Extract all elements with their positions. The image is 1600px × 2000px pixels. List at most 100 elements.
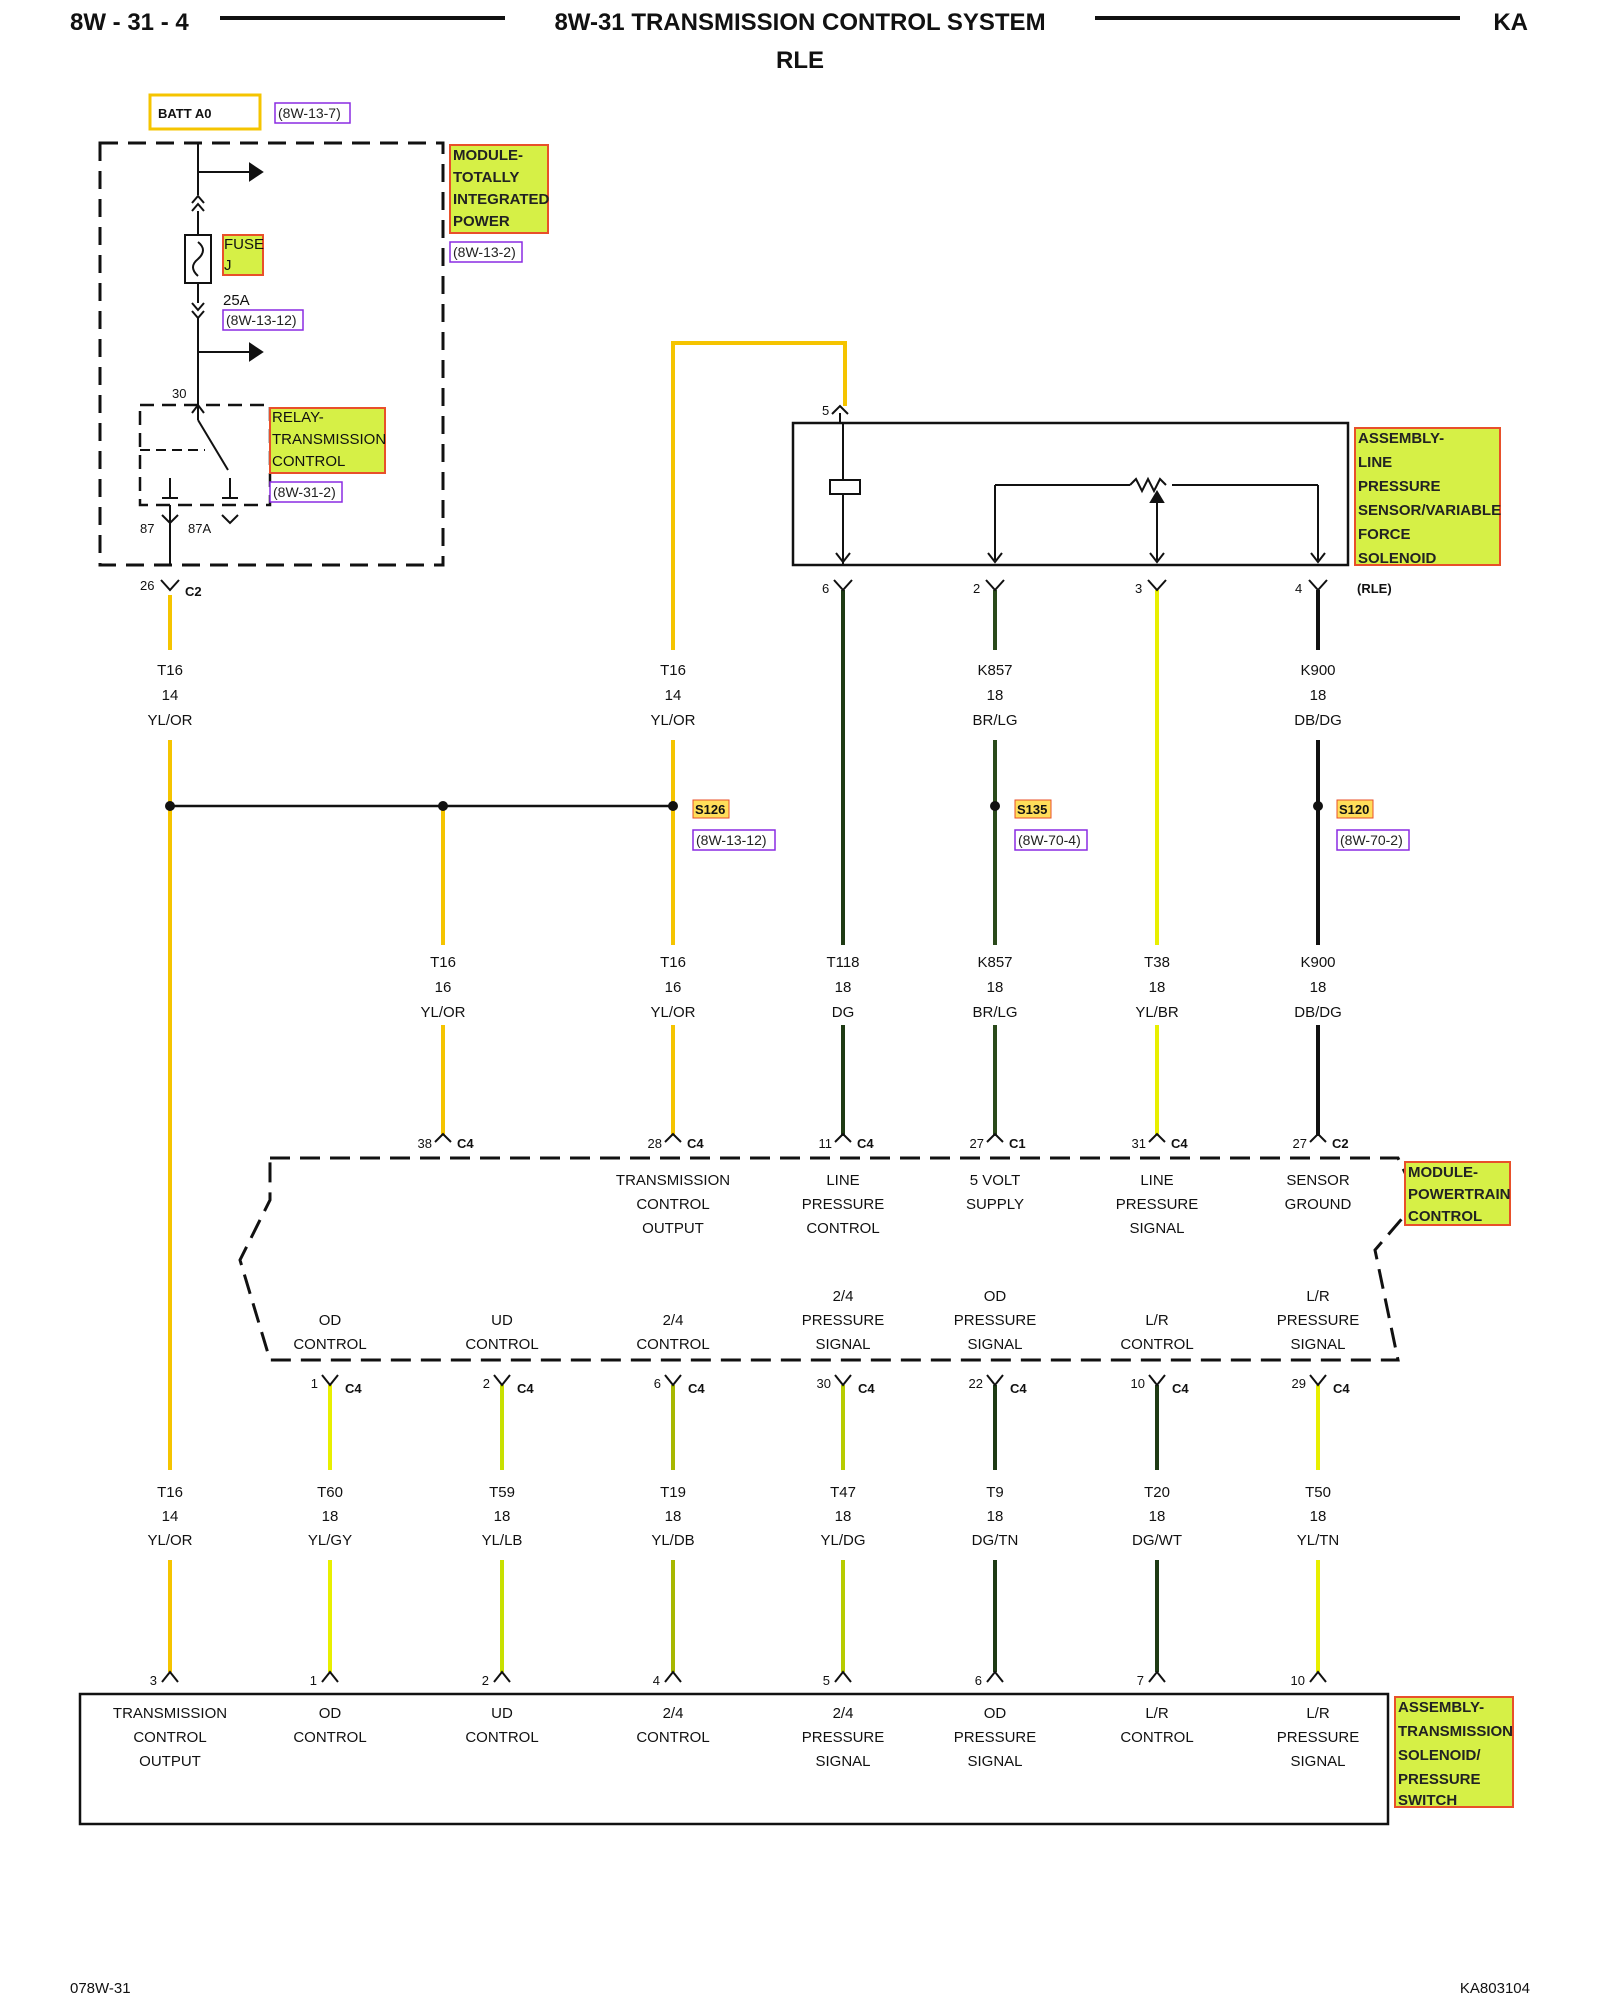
svg-text:OD: OD [319,1705,342,1722]
svg-text:POWER: POWER [453,213,510,230]
fuse-rating: 25A [223,292,250,309]
solenoid-callout[interactable]: ASSEMBLY- TRANSMISSION SOLENOID/ PRESSUR… [1394,1696,1514,1809]
svg-text:CONTROL: CONTROL [465,1729,538,1746]
svg-text:14: 14 [162,687,179,704]
svg-text:DG/TN: DG/TN [972,1532,1019,1549]
svg-text:SIGNAL: SIGNAL [967,1753,1022,1770]
svg-text:S135: S135 [1017,802,1047,817]
batt-label: BATT A0 [158,106,211,121]
svg-text:CONTROL: CONTROL [133,1729,206,1746]
svg-text:C4: C4 [688,1381,705,1396]
svg-text:18: 18 [1310,1508,1327,1525]
svg-text:YL/OR: YL/OR [147,1532,192,1549]
tipm-callout[interactable]: MODULE- TOTALLY INTEGRATED POWER [449,144,550,234]
svg-text:MODULE-: MODULE- [453,147,523,164]
svg-text:YL/TN: YL/TN [1297,1532,1340,1549]
svg-text:18: 18 [322,1508,339,1525]
splice-s126[interactable]: S126 (8W-13-12) [692,799,776,851]
svg-text:1: 1 [311,1376,318,1391]
svg-text:YL/OR: YL/OR [147,712,192,729]
svg-text:J: J [224,257,232,274]
svg-text:5 VOLT: 5 VOLT [970,1172,1021,1189]
svg-text:INTEGRATED: INTEGRATED [453,191,550,208]
svg-text:K857: K857 [977,954,1012,971]
svg-text:T38: T38 [1144,954,1170,971]
svg-text:CONTROL: CONTROL [806,1220,879,1237]
svg-text:5: 5 [823,1673,830,1688]
svg-text:K900: K900 [1300,662,1335,679]
footer-right: KA803104 [1460,1980,1530,1997]
sensor-callout[interactable]: ASSEMBLY- LINE PRESSURE SENSOR/VARIABLE … [1354,427,1501,567]
svg-text:CONTROL: CONTROL [465,1336,538,1353]
svg-text:DB/DG: DB/DG [1294,1004,1342,1021]
svg-text:LINE: LINE [1358,454,1392,471]
svg-text:UD: UD [491,1705,513,1722]
svg-text:10: 10 [1291,1673,1305,1688]
fuse-ref[interactable]: (8W-13-12) [222,309,304,331]
svg-text:2/4: 2/4 [833,1705,854,1722]
svg-text:3: 3 [1135,581,1142,596]
svg-text:POWERTRAIN: POWERTRAIN [1408,1186,1511,1203]
svg-text:16: 16 [435,979,452,996]
svg-text:18: 18 [494,1508,511,1525]
svg-text:(8W-70-4): (8W-70-4) [1018,832,1081,848]
svg-text:2: 2 [483,1376,490,1391]
svg-text:YL/LB: YL/LB [482,1532,523,1549]
fuse-j-callout[interactable]: FUSE J [222,234,264,276]
svg-text:(8W-31-2): (8W-31-2) [273,484,336,500]
tipm-ref[interactable]: (8W-13-2) [449,241,523,263]
svg-text:CONTROL: CONTROL [1120,1729,1193,1746]
svg-text:SUPPLY: SUPPLY [966,1196,1024,1213]
svg-text:4: 4 [653,1673,660,1688]
splice-s135[interactable]: S135 (8W-70-4) [1014,799,1088,851]
svg-text:K900: K900 [1300,954,1335,971]
svg-text:L/R: L/R [1306,1705,1330,1722]
batt-ref[interactable]: (8W-13-7) [274,102,351,124]
mid-wire-labels: T16 16 YL/OR T16 16 YL/OR T118 18 DG K85… [420,954,1341,1021]
svg-text:CONTROL: CONTROL [636,1196,709,1213]
batt-source: BATT A0 [148,93,262,131]
svg-text:3: 3 [150,1673,157,1688]
svg-text:CONTROL: CONTROL [293,1729,366,1746]
svg-text:(8W-13-12): (8W-13-12) [696,832,767,848]
svg-text:GROUND: GROUND [1285,1196,1352,1213]
svg-text:T16: T16 [660,954,686,971]
svg-text:T16: T16 [430,954,456,971]
pcm-top-function-labels: TRANSMISSION CONTROL OUTPUT LINE PRESSUR… [616,1172,1352,1237]
svg-text:C2: C2 [1332,1136,1349,1151]
svg-text:T16: T16 [660,662,686,679]
svg-text:18: 18 [987,1508,1004,1525]
svg-text:OUTPUT: OUTPUT [139,1753,201,1770]
page-title: 8W-31 TRANSMISSION CONTROL SYSTEM [554,9,1045,36]
svg-text:T118: T118 [826,954,859,971]
svg-text:PRESSURE: PRESSURE [802,1312,885,1329]
svg-text:PRESSURE: PRESSURE [954,1312,1037,1329]
svg-text:PRESSURE: PRESSURE [954,1729,1037,1746]
svg-text:MODULE-: MODULE- [1408,1164,1478,1181]
svg-text:C4: C4 [1171,1136,1188,1151]
sensor-pin-5: 5 [822,403,829,418]
svg-text:C4: C4 [1333,1381,1350,1396]
svg-text:SIGNAL: SIGNAL [1290,1336,1345,1353]
pcm-bottom-pin-labels: 1 C4 2 C4 6 C4 30 C4 22 C4 10 C4 29 C4 [311,1376,1351,1396]
svg-text:C4: C4 [1010,1381,1027,1396]
pcm-callout[interactable]: MODULE- POWERTRAIN CONTROL [1404,1161,1511,1226]
svg-text:SIGNAL: SIGNAL [967,1336,1022,1353]
solenoid-pin-numbers: 3 1 2 4 5 6 7 10 [150,1673,1305,1688]
footer-left: 078W-31 [70,1980,131,1997]
relay-transmission-control [138,403,272,565]
splice-s120[interactable]: S120 (8W-70-2) [1336,799,1410,851]
relay-pin-30: 30 [172,386,186,401]
svg-text:PRESSURE: PRESSURE [1277,1312,1360,1329]
relay-callout[interactable]: RELAY- TRANSMISSION CONTROL [269,407,386,474]
svg-text:SOLENOID: SOLENOID [1358,550,1437,567]
svg-text:7: 7 [1137,1673,1144,1688]
svg-text:30: 30 [817,1376,831,1391]
svg-text:T20: T20 [1144,1484,1170,1501]
relay-ref[interactable]: (8W-31-2) [269,481,343,503]
svg-text:CONTROL: CONTROL [636,1336,709,1353]
svg-text:6: 6 [975,1673,982,1688]
svg-text:16: 16 [665,979,682,996]
svg-text:C4: C4 [457,1136,474,1151]
